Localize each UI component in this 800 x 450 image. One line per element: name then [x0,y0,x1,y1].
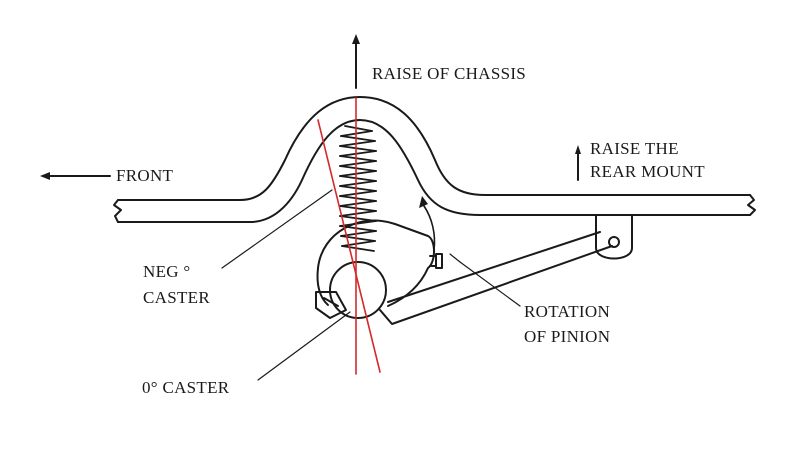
leader-lines [221,189,521,381]
raise-chassis-arrow [352,34,360,89]
rotation-arrow [419,196,436,251]
label-rotation-1: ROTATION [524,302,611,321]
label-raise-of-chassis: RAISE OF CHASSIS [372,64,527,83]
label-neg-caster-2: CASTER [143,288,210,307]
axle-housing [315,219,443,319]
label-front: FRONT [116,166,174,185]
label-rotation-2: OF PINION [524,327,611,346]
label-raise-rear-1: RAISE THE [590,139,679,158]
label-zero-caster: 0° CASTER [142,378,230,397]
caster-lines [317,97,381,375]
raise-rear-arrow [575,145,581,181]
chassis-frame [113,96,756,223]
label-neg-caster-1: NEG ° [143,262,191,281]
front-arrow [40,172,111,180]
neg-caster-line [317,119,381,373]
label-raise-rear-2: REAR MOUNT [590,162,705,181]
trailing-link [379,214,633,325]
